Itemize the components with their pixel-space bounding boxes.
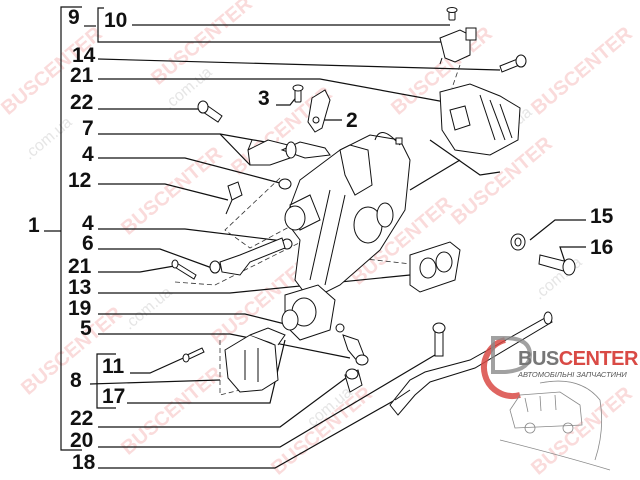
callout-15: 15 [590,205,614,228]
callout-22: 22 [70,407,94,430]
logo-mark [481,336,611,471]
callout-13: 13 [68,276,92,299]
callout-4: 4 [82,143,94,166]
callout-19: 19 [68,297,92,320]
callout-18: 18 [72,451,96,474]
callout-11: 11 [102,355,125,378]
callout-21: 21 [70,64,94,87]
callout-17: 17 [102,385,126,408]
callout-1: 1 [28,214,40,237]
callout-20: 20 [70,429,94,452]
callout-7: 7 [82,117,94,140]
callout-2: 2 [346,109,358,132]
logo-bus-text: BUS [518,348,559,370]
callout-16: 16 [590,236,614,259]
callout-6: 6 [82,232,94,255]
callout-21: 21 [68,255,92,278]
callout-12: 12 [68,169,92,192]
callout-9: 9 [68,6,80,29]
brand-logo: BUSCENTER [518,348,638,371]
callout-14: 14 [72,44,96,67]
callout-4: 4 [82,212,94,235]
logo-subtitle: АВТОМОБІЛЬНІ ЗАПЧАСТИНИ [518,370,627,379]
logo-center-text: CENTER [558,348,639,370]
callout-8: 8 [70,369,82,392]
callout-10: 10 [104,9,128,32]
callout-3: 3 [258,87,270,110]
callout-5: 5 [80,317,92,340]
callout-22: 22 [70,91,94,114]
